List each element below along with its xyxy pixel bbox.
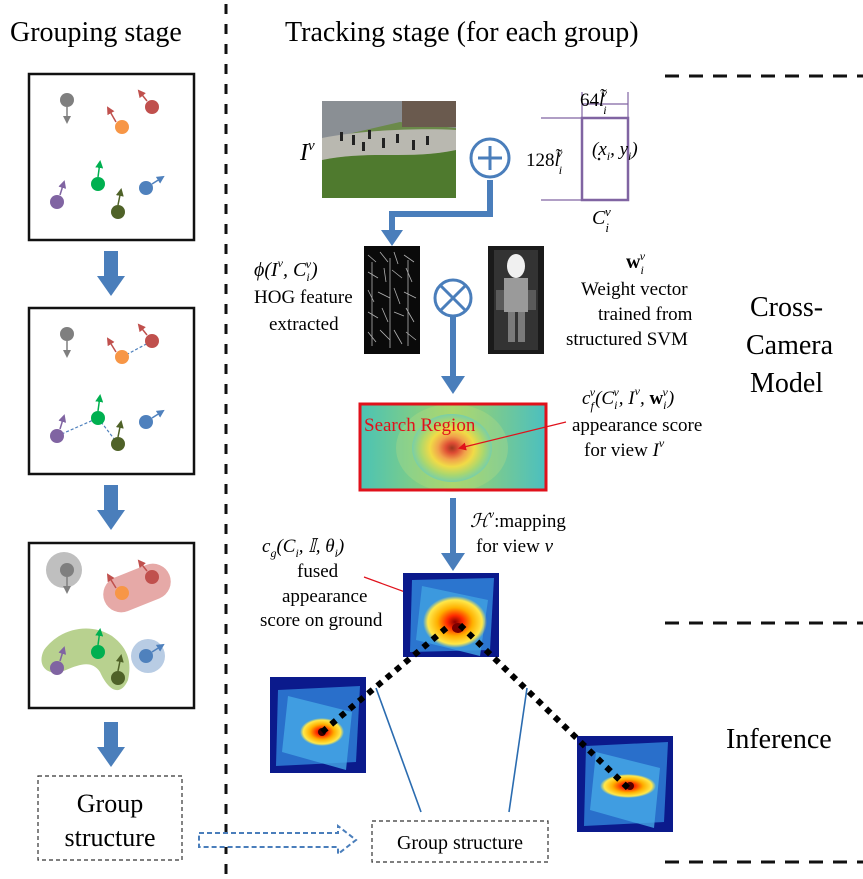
grouping-panel-2 — [27, 306, 196, 476]
appearance-pointer — [458, 421, 567, 451]
cross-camera-label-1: Cross- — [750, 292, 823, 323]
inference-heatmap-left — [270, 677, 366, 773]
person-red — [137, 89, 159, 114]
tracking-stage-title: Tracking stage (for each group) — [285, 17, 639, 48]
camera-image — [322, 101, 456, 198]
box-height-label: 128l̃iv — [526, 146, 563, 177]
box-name-label: Civ — [592, 204, 611, 235]
person-blue — [139, 175, 165, 195]
mapping-label: ℋv:mapping — [470, 507, 566, 532]
mapping-line-2: for view v — [476, 536, 554, 557]
weight-symbol: wiv — [626, 249, 646, 277]
fused-heatmap-top — [403, 573, 499, 657]
connector-left — [375, 687, 422, 813]
person-green — [91, 160, 105, 191]
appearance-formula: cfv(Civ, Iv, wiv) — [582, 384, 674, 413]
fused-formula: cg(Ci, 𝕀, θi) — [262, 536, 344, 560]
hog-line-2: HOG feature — [254, 287, 353, 308]
cross-camera-label-3: Model — [750, 368, 823, 399]
multiply-operator — [433, 278, 473, 318]
fused-line-3: appearance — [282, 586, 367, 607]
grouping-panel-1 — [27, 72, 196, 242]
grouping-arrow-2 — [97, 485, 125, 530]
weight-line-2: Weight vector — [581, 279, 688, 300]
arrow-plus-to-hog — [381, 180, 493, 246]
group-structure-left-line2: structure — [65, 823, 156, 852]
inference-label: Inference — [726, 724, 832, 755]
fused-line-2: fused — [297, 561, 339, 582]
group-structure-box-bottom — [371, 820, 549, 863]
inference-link-right — [457, 622, 631, 791]
bounding-box-diagram — [541, 92, 630, 202]
fused-line-4: score on ground — [260, 610, 383, 631]
search-region-heatmap — [358, 402, 548, 492]
person-darkgreen — [111, 188, 125, 219]
group-structure-bottom-label: Group structure — [397, 832, 523, 854]
group-structure-transfer-arrow — [198, 823, 358, 857]
weight-vector-image — [488, 246, 544, 354]
grouping-arrow-3 — [97, 722, 125, 767]
connector-right — [508, 687, 528, 813]
group-structure-left-line1: Group — [77, 789, 143, 818]
inference-link-left — [320, 622, 452, 735]
hog-feature-image — [364, 246, 420, 354]
plus-operator — [469, 137, 511, 179]
grouping-arrow-1 — [97, 251, 125, 296]
weight-line-4: structured SVM — [566, 329, 688, 350]
appearance-line-2: appearance score — [572, 415, 702, 436]
group-structure-box-left — [37, 775, 183, 861]
arrow-multiply-to-search — [441, 317, 465, 394]
hog-line-3: extracted — [269, 314, 339, 335]
grouping-panel-3 — [27, 541, 196, 710]
appearance-line-3: for view Iv — [584, 436, 665, 461]
search-region-label: Search Region — [364, 415, 476, 436]
hog-formula: ϕ(Iv, Civ) — [254, 256, 318, 284]
arrow-search-to-fused — [441, 498, 465, 571]
person-grey — [60, 93, 74, 124]
box-center-label: (xi, yi) — [592, 139, 638, 163]
person-purple — [50, 180, 67, 209]
image-label: Iv — [299, 138, 315, 166]
box-width-label: 64l̃iv — [580, 86, 608, 117]
person-orange — [107, 106, 129, 134]
cross-camera-label-2: Camera — [746, 330, 834, 361]
grouping-stage-title: Grouping stage — [10, 17, 182, 48]
weight-line-3: trained from — [598, 304, 693, 325]
